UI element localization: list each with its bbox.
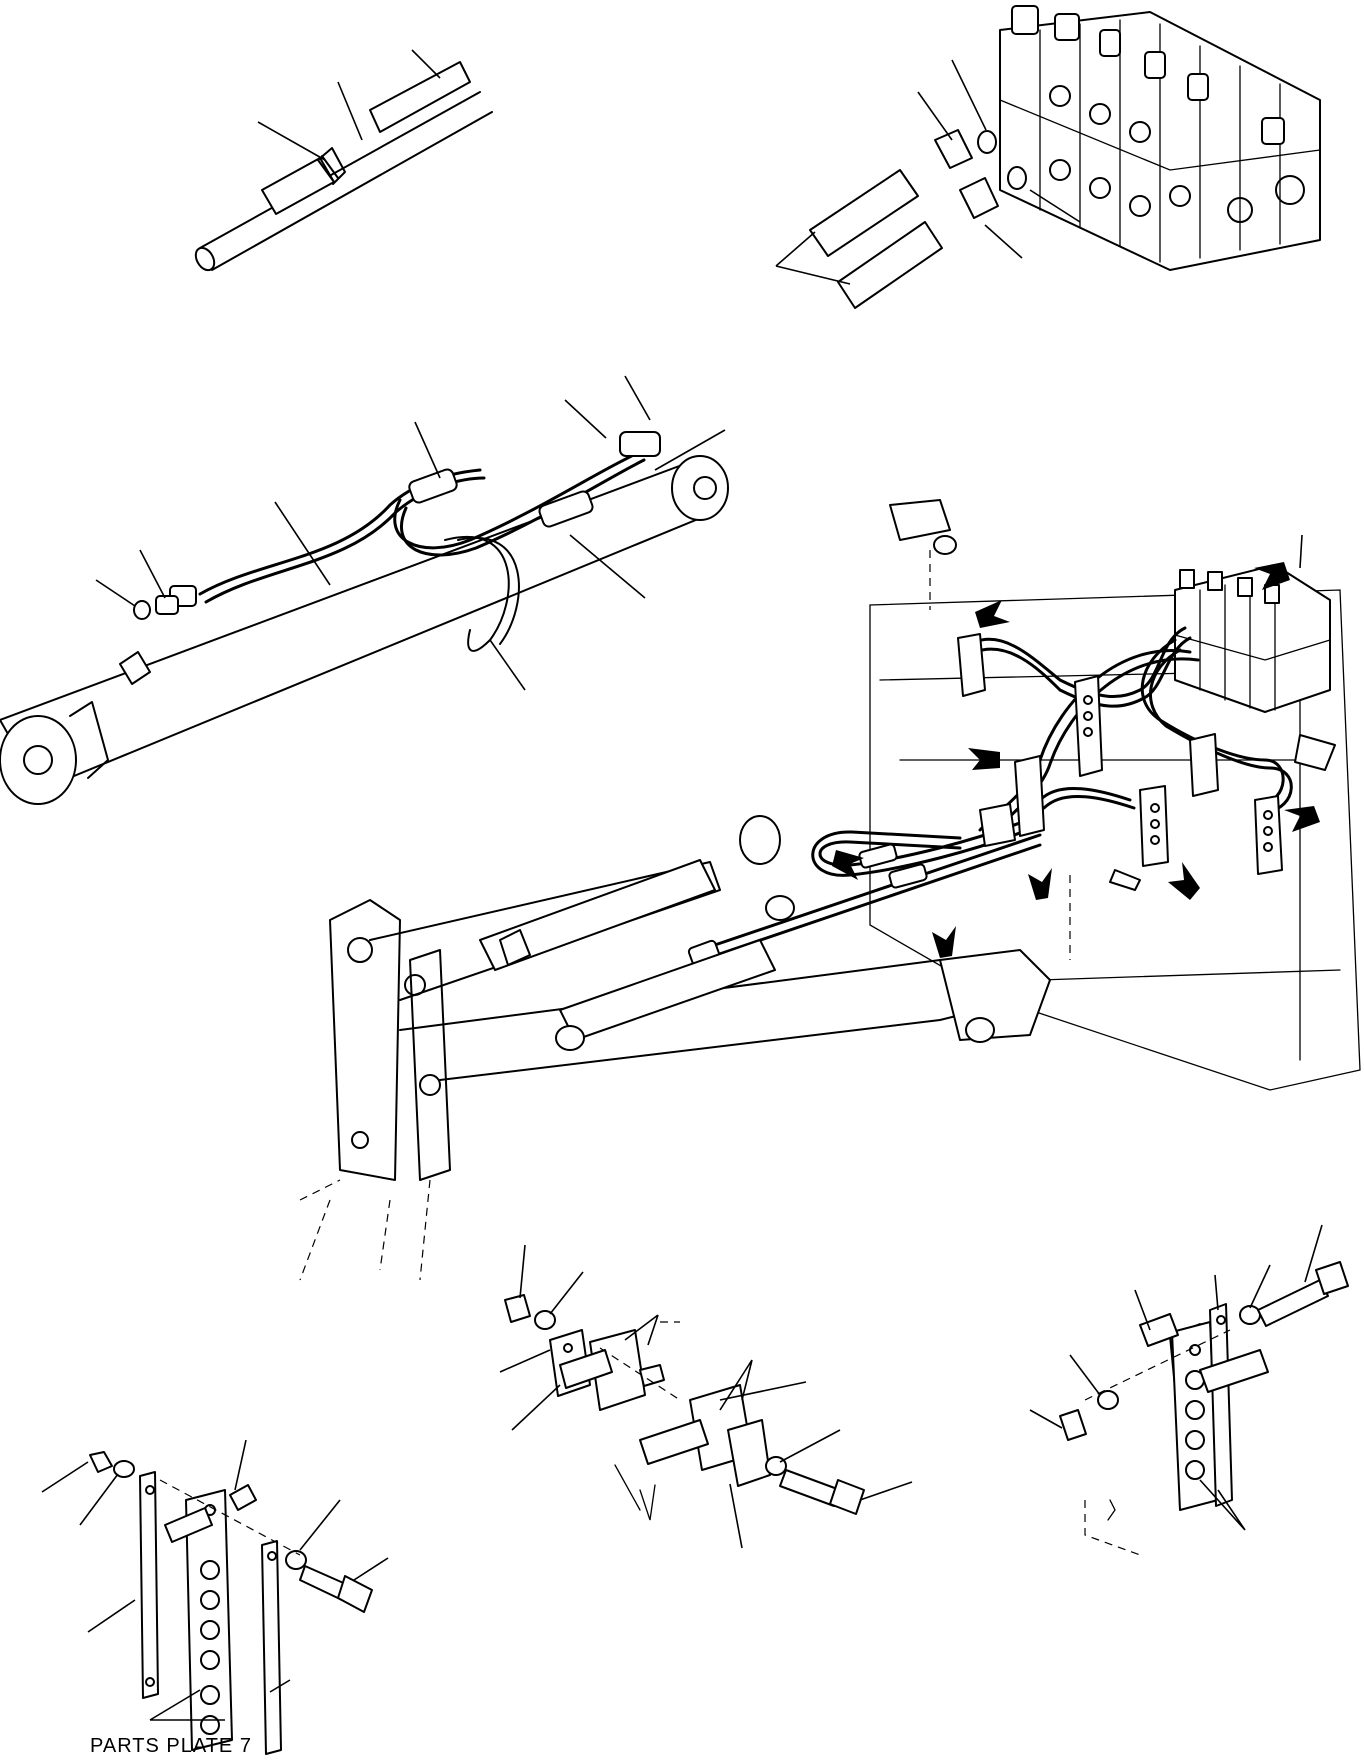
clamp-plate-front: [261, 1540, 282, 1755]
elbow-fitting: [619, 431, 661, 457]
hose-sleeve-detail: [194, 49, 493, 272]
washer: [1097, 1390, 1119, 1410]
bolt-head: [1315, 1261, 1349, 1295]
bolt: [1257, 1279, 1329, 1327]
clamp-detail-left: [41, 1439, 389, 1755]
o-ring-upper: [977, 130, 997, 154]
black-arrow-icon: [968, 748, 1000, 770]
callout-arrows: [832, 562, 1320, 958]
bolt-head: [337, 1575, 373, 1613]
clamp-bracket-1: [957, 633, 986, 697]
washer: [534, 1310, 556, 1330]
pivot-bracket: [939, 949, 1051, 1041]
nut: [504, 1294, 531, 1323]
hose-end-upper: [809, 169, 919, 257]
cylinder-hose-detail: [0, 375, 729, 805]
lift-cylinder-lower: [559, 939, 776, 1041]
hydraulic-cylinder-tube: [0, 461, 721, 791]
clamp-bracket-3: [1014, 755, 1045, 837]
chassis-frame: [869, 589, 1361, 1091]
bolt-head: [829, 1479, 865, 1515]
clamp-plate: [1209, 1303, 1233, 1507]
clamp-detail-right: [1029, 1224, 1349, 1556]
clamp-bracket-2: [1074, 675, 1103, 777]
adapter-fitting-upper: [934, 129, 973, 169]
loader-arm-right: [409, 949, 451, 1181]
frame-bracket-top: [889, 499, 951, 541]
o-ring-lower: [1007, 166, 1027, 190]
adapter-fitting-lower: [959, 177, 999, 219]
washer: [285, 1550, 307, 1570]
control-valve-fittings-detail: [775, 5, 1321, 309]
black-arrow-icon: [1028, 868, 1052, 900]
cylinder-rod-end: [671, 455, 729, 521]
clamp-bracket-4: [979, 803, 1016, 847]
clamp-plate-lower: [727, 1419, 771, 1487]
black-arrow-icon: [1284, 806, 1320, 832]
lift-cylinder-upper: [479, 859, 716, 971]
clamp-plate-rear: [139, 1471, 159, 1699]
nut: [89, 1451, 113, 1473]
hose-end-lower: [837, 221, 943, 309]
clamp-detail-center: [499, 1244, 913, 1549]
washer: [113, 1460, 135, 1478]
hose-clamp-band: [444, 536, 510, 652]
clamp-bracket-5: [1139, 785, 1169, 867]
black-arrow-icon: [1168, 862, 1200, 900]
protective-sleeve: [369, 61, 471, 133]
nut: [1059, 1409, 1087, 1441]
loader-arm-left: [329, 899, 401, 1181]
main-assembly: [299, 499, 1361, 1281]
black-arrow-icon: [832, 850, 864, 880]
figure-code: PARTS PLATE 7: [90, 1735, 252, 1757]
black-arrow-icon: [932, 926, 956, 958]
cylinder-bottom-eye: [0, 715, 77, 805]
clamp-block: [185, 1489, 233, 1751]
black-arrow-icon: [1254, 562, 1290, 590]
black-arrow-icon: [975, 600, 1010, 628]
washer: [1239, 1305, 1261, 1325]
